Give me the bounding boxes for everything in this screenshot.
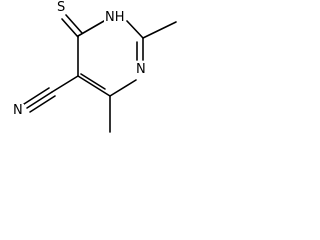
n1-c6-bond — [109, 79, 137, 97]
c4-n3-bond — [77, 20, 105, 37]
c-s-double-bond-1 — [61, 18, 79, 38]
c6-c5-double-inner — [80, 73, 106, 90]
c2-methyl-bond — [142, 21, 177, 39]
c-s-double-bond-2 — [65, 14, 83, 34]
nitrile-triple-bond-1 — [26, 91, 53, 109]
n3-c2-bond — [126, 20, 144, 39]
ring-n-atom-label: N — [135, 62, 147, 77]
c6-c5-bond — [77, 75, 111, 97]
ring-nh-atom-label: NH — [104, 10, 126, 25]
nitrile-triple-bond-3 — [23, 87, 50, 105]
nitrile-n-atom-label: N — [12, 103, 24, 118]
sulfur-atom-label: S — [56, 0, 67, 15]
c5-cn-carbon-bond — [51, 75, 79, 93]
structure-canvas: S NH N N — [0, 0, 184, 144]
nitrile-triple-bond-2 — [29, 95, 56, 113]
molecule-bonds — [23, 14, 177, 133]
